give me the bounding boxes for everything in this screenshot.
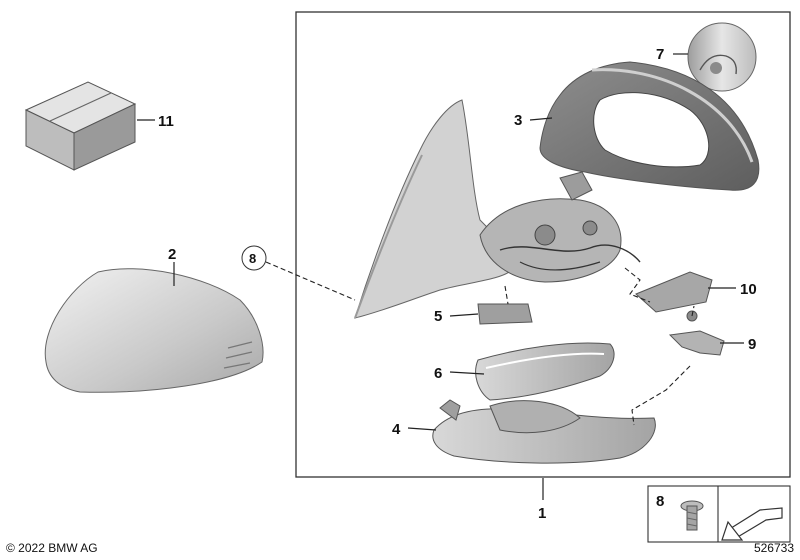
part-5-small-cover	[477, 303, 533, 325]
screw-icon	[680, 500, 704, 531]
callout-7: 7	[656, 46, 664, 63]
callout-2: 2	[168, 246, 176, 263]
direction-arrow-icon	[721, 507, 783, 541]
callout-6: 6	[434, 365, 442, 382]
callout-10: 10	[740, 281, 757, 298]
part-10-module	[635, 271, 713, 313]
leader-lines	[137, 53, 744, 500]
callout-8-circle	[241, 245, 267, 271]
part-4-lower-trim	[432, 399, 656, 464]
callout-3: 3	[514, 112, 522, 129]
assembly-frame	[295, 11, 791, 478]
callouts: 11 2 3 7 5 6 4 10 9 1 8	[158, 46, 757, 522]
document-number: 526733	[753, 541, 794, 555]
part-9-bracket	[668, 310, 725, 356]
part-2-mirror-cap	[44, 268, 264, 393]
motor-wiring-assembly	[479, 171, 641, 283]
legend-callout-8: 8	[656, 493, 664, 510]
callout-8: 8	[249, 251, 256, 266]
callout-5: 5	[434, 308, 442, 325]
callout-4: 4	[392, 421, 401, 438]
part-11-box	[24, 81, 137, 171]
callout-9: 9	[748, 336, 756, 353]
mirror-base-arm	[354, 99, 513, 319]
dashed-connections	[265, 261, 695, 426]
part-3-housing-frame	[539, 61, 760, 191]
part-6-turn-signal	[475, 342, 615, 401]
copyright-text: © 2022 BMW AG	[6, 541, 98, 555]
part-7-mirror-glass	[687, 22, 757, 92]
legend-box: 8	[647, 485, 791, 543]
callout-1: 1	[538, 505, 546, 522]
callout-11: 11	[158, 113, 174, 130]
